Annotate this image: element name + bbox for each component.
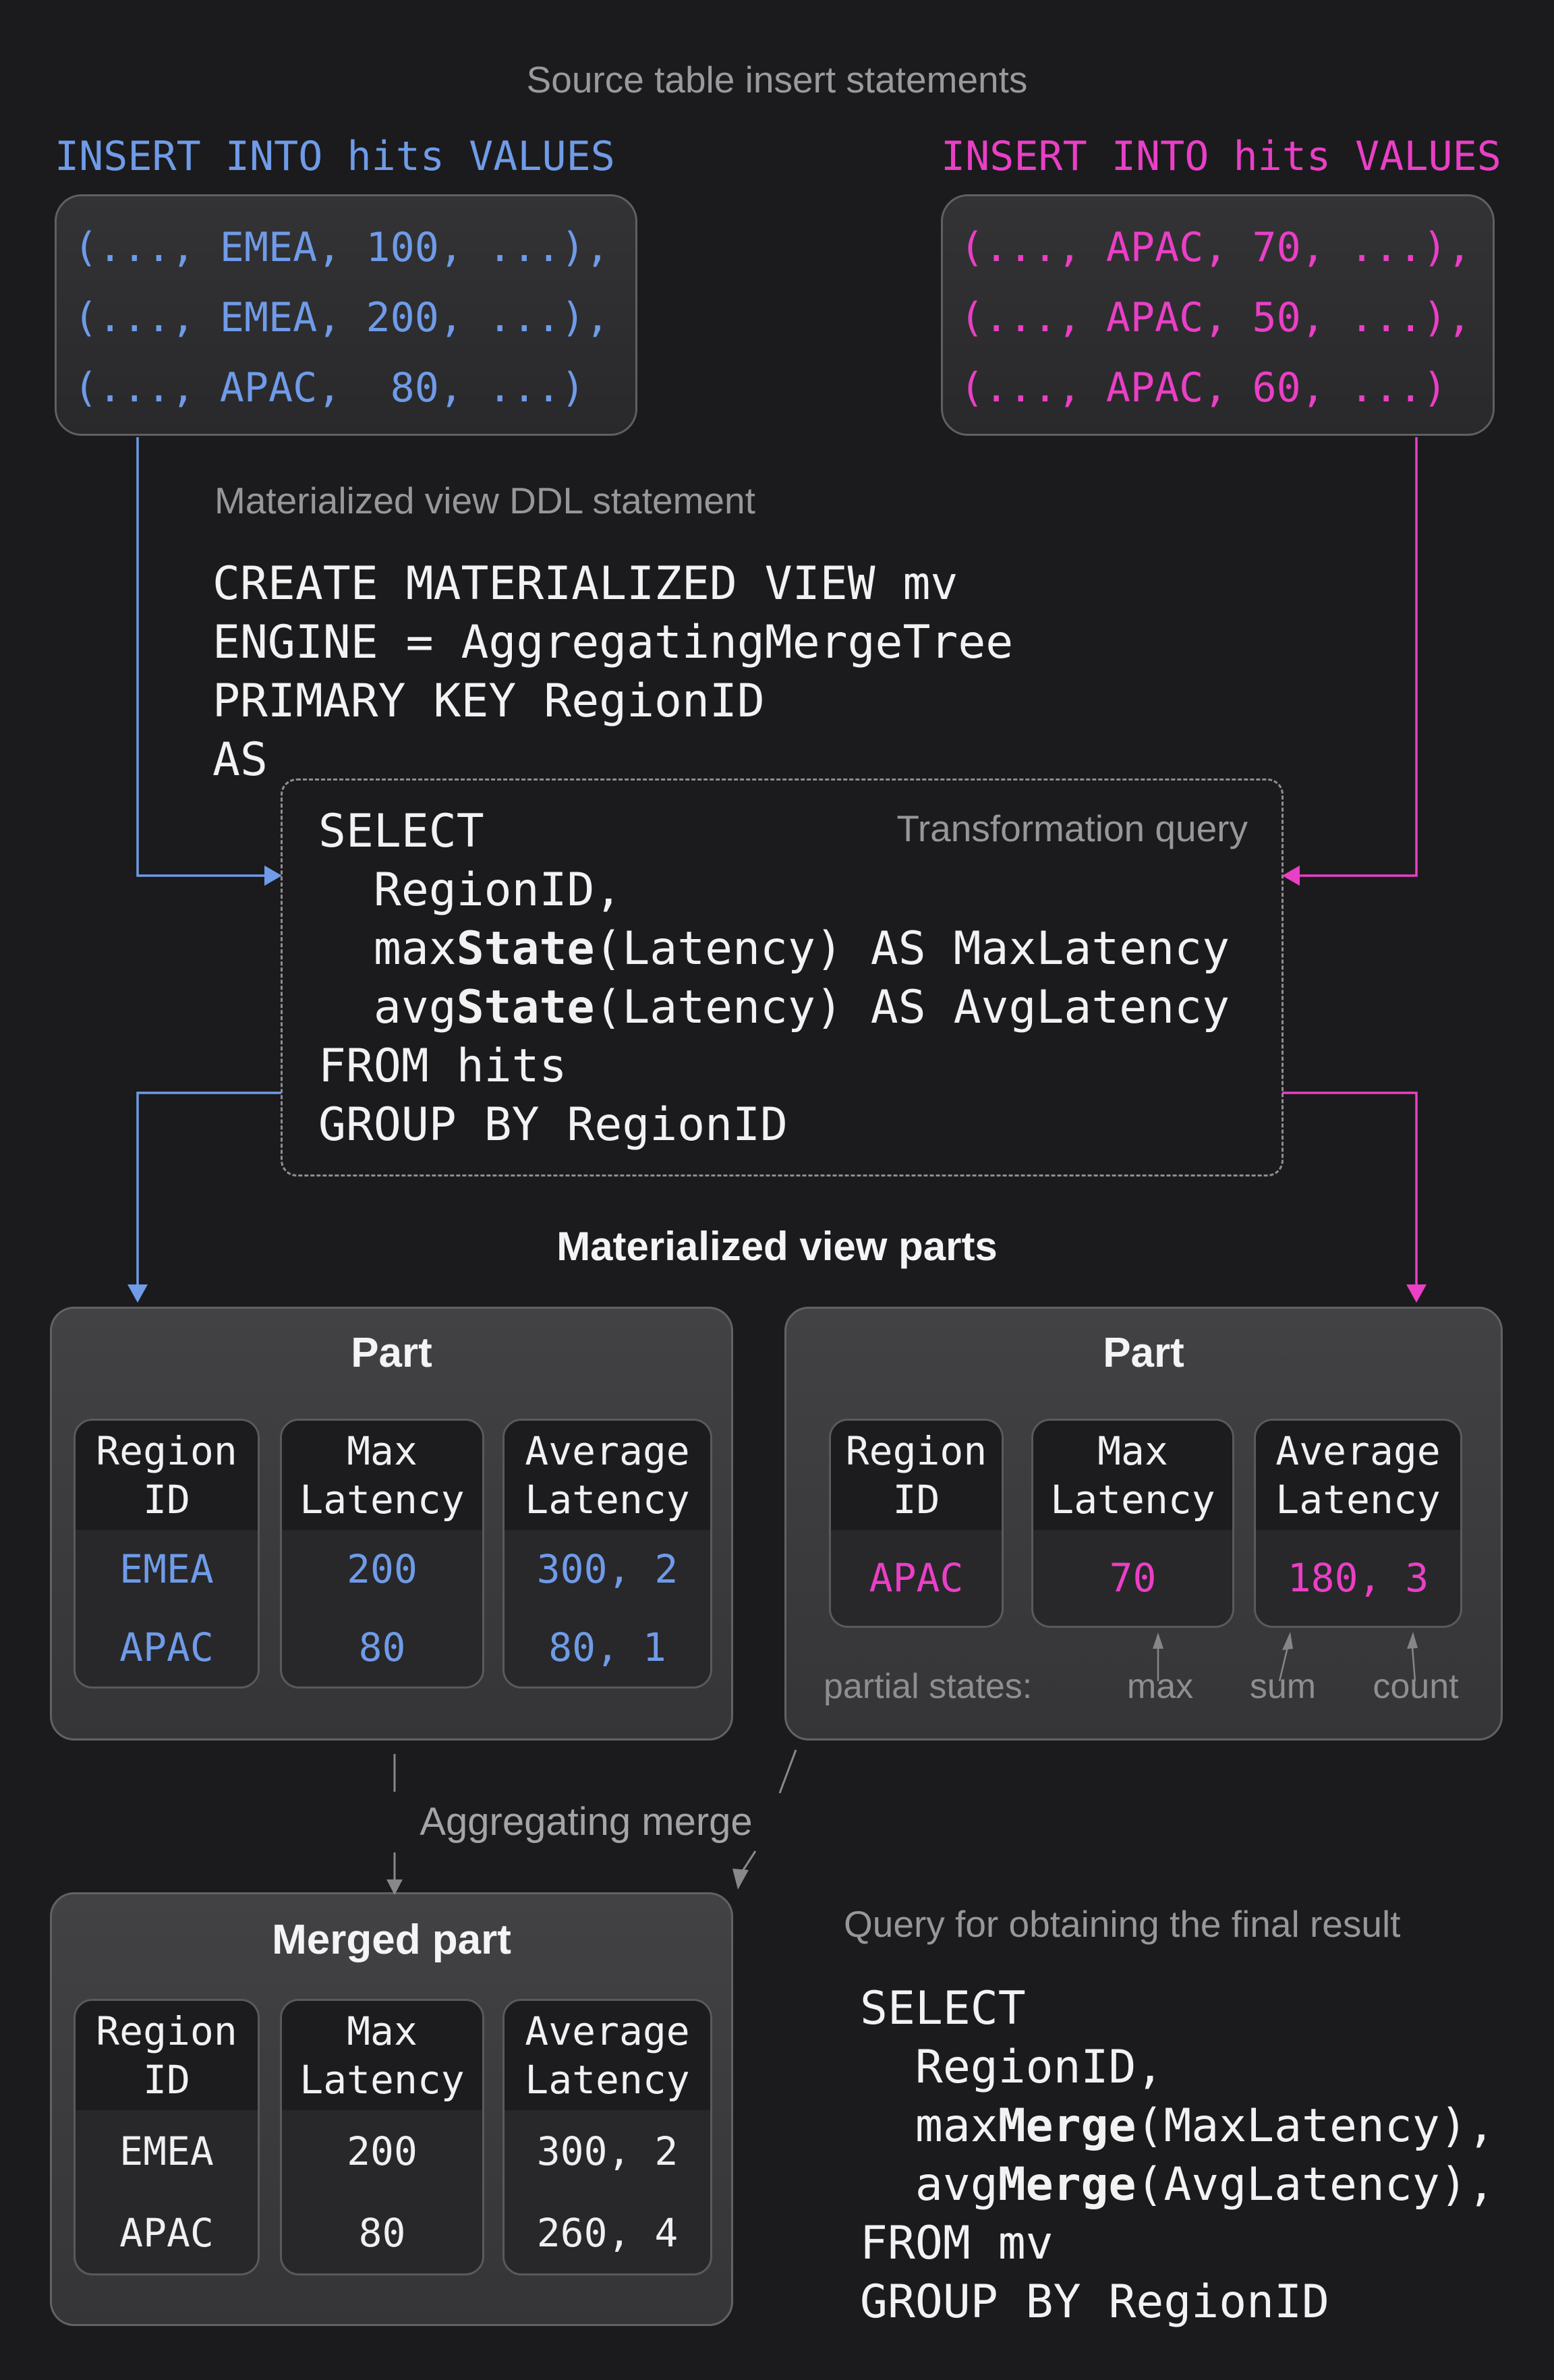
merge-line-right-bottom [741,1851,755,1874]
code-line: PRIMARY KEY RegionID [212,672,1013,731]
right-part-table: Region IDAPACMax Latency70Average Latenc… [786,1419,1501,1628]
table-column-header: Max Latency [1033,1421,1232,1530]
table-cell: 80 [282,2192,482,2273]
table-column: Region IDEMEAAPAC [74,1419,260,1689]
table-cell: 70 [1033,1530,1232,1626]
right-part-title: Part [786,1332,1501,1374]
transformation-query-code: SELECT RegionID, maxState(Latency) AS Ma… [318,802,1230,1154]
table-cell: 180, 3 [1256,1530,1460,1626]
partial-state-marker-max: max [1127,1668,1193,1705]
table-column-header: Average Latency [1256,1421,1460,1530]
table-cell: APAC [831,1530,1002,1626]
table-column: Average Latency180, 3 [1254,1419,1462,1628]
table-cell: 80 [282,1608,482,1687]
table-cell: 200 [282,2110,482,2192]
code-line: ENGINE = AggregatingMergeTree [212,613,1013,672]
table-column-header: Region ID [76,1421,258,1530]
table-cell: EMEA [76,1530,258,1608]
partial-states-label: partial states: [824,1668,1032,1705]
table-cell: APAC [76,2192,258,2273]
code-line: (..., EMEA, 100, ...), [74,213,610,283]
code-line: (..., APAC, 80, ...) [74,353,610,423]
table-column-header: Average Latency [505,1421,710,1530]
left-part-box: Part Region IDEMEAAPACMax Latency20080Av… [50,1307,733,1740]
table-column: Region IDAPAC [829,1419,1004,1628]
merged-part-table: Region IDEMEAAPACMax Latency20080Average… [52,1999,731,2275]
pink-arrowhead-left [1282,866,1300,886]
blue-arrowhead-right [264,866,282,886]
table-cell: EMEA [76,2110,258,2192]
left-insert-statement-heading: INSERT INTO hits VALUES [55,136,615,177]
table-cell: 300, 2 [505,1530,710,1608]
table-column-header: Max Latency [282,1421,482,1530]
page-title: Source table insert statements [0,61,1554,98]
merged-part-title: Merged part [52,1919,731,1961]
right-insert-values: (..., APAC, 70, ...),(..., APAC, 50, ...… [960,213,1472,423]
left-insert-values-box: (..., EMEA, 100, ...),(..., EMEA, 200, .… [55,194,637,436]
code-line: (..., APAC, 50, ...), [960,283,1472,353]
code-line: SELECT [318,802,1230,861]
code-line: CREATE MATERIALIZED VIEW mv [212,555,1013,613]
table-column: Max Latency20080 [280,1999,484,2275]
code-line: maxMerge(MaxLatency), [860,2097,1495,2155]
code-line: GROUP BY RegionID [318,1096,1230,1154]
table-column: Average Latency300, 280, 1 [502,1419,712,1689]
table-column: Max Latency20080 [280,1419,484,1689]
code-line: avgState(Latency) AS AvgLatency [318,978,1230,1037]
partial-state-marker-sum: sum [1250,1668,1316,1705]
table-cell: 200 [282,1530,482,1608]
code-line: avgMerge(AvgLatency), [860,2155,1495,2214]
final-query-code: SELECT RegionID, maxMerge(MaxLatency), a… [860,1979,1495,2331]
ddl-section-label: Materialized view DDL statement [214,482,755,519]
partial-state-marker-count: count [1373,1668,1458,1705]
right-insert-statement-heading: INSERT INTO hits VALUES [941,136,1501,177]
table-cell: 260, 4 [505,2192,710,2273]
right-part-box: Part Region IDAPACMax Latency70Average L… [784,1307,1503,1740]
pink-arrow-insert-to-query [1300,437,1416,876]
final-query-label: Query for obtaining the final result [844,1905,1400,1943]
code-line: RegionID, [860,2038,1495,2097]
code-line: SELECT [860,1979,1495,2038]
table-column-header: Region ID [76,2001,258,2110]
table-column-header: Max Latency [282,2001,482,2110]
merged-part-box: Merged part Region IDEMEAAPACMax Latency… [50,1892,733,2326]
ddl-code-block: CREATE MATERIALIZED VIEW mvENGINE = Aggr… [212,555,1013,789]
table-cell: APAC [76,1608,258,1687]
left-part-title: Part [52,1332,731,1374]
code-line: FROM hits [318,1037,1230,1096]
table-column: Region IDEMEAAPAC [74,1999,260,2275]
table-column: Max Latency70 [1031,1419,1234,1628]
code-line: FROM mv [860,2214,1495,2273]
pink-arrowhead-down [1406,1284,1427,1303]
merge-arrowhead-right [732,1869,749,1890]
table-column: Average Latency300, 2260, 4 [502,1999,712,2275]
left-part-table: Region IDEMEAAPACMax Latency20080Average… [52,1419,731,1689]
table-column-header: Average Latency [505,2001,710,2110]
table-cell: 80, 1 [505,1608,710,1687]
code-line: maxState(Latency) AS MaxLatency [318,919,1230,978]
code-line: GROUP BY RegionID [860,2273,1495,2331]
merge-line-right-top [780,1750,796,1793]
aggregating-merge-label: Aggregating merge [420,1802,752,1842]
right-insert-values-box: (..., APAC, 70, ...),(..., APAC, 50, ...… [941,194,1495,436]
code-line: RegionID, [318,861,1230,919]
blue-arrowhead-down [127,1284,148,1303]
code-line: (..., APAC, 70, ...), [960,213,1472,283]
parts-section-heading: Materialized view parts [0,1226,1554,1267]
code-line: (..., EMEA, 200, ...), [74,283,610,353]
left-insert-values: (..., EMEA, 100, ...),(..., EMEA, 200, .… [74,213,610,423]
table-column-header: Region ID [831,1421,1002,1530]
table-cell: 300, 2 [505,2110,710,2192]
code-line: (..., APAC, 60, ...) [960,353,1472,423]
